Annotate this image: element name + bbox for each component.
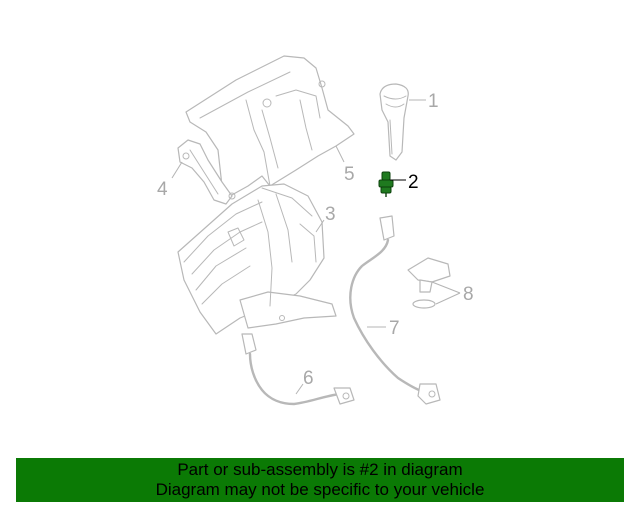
callout-7: 7: [389, 318, 400, 339]
callout-6: 6: [303, 368, 314, 389]
part-2-spark-plug: [378, 171, 394, 197]
banner-line-part: Part or sub-assembly is #2 in diagram: [177, 460, 463, 479]
banner-line-disclaimer: Diagram may not be specific to your vehi…: [155, 480, 485, 499]
part-4-bracket: [177, 139, 236, 205]
callout-3: 3: [325, 204, 336, 225]
part-6-sensor-harness: [241, 333, 355, 406]
part-info-banner: Part or sub-assembly is #2 in diagram Di…: [16, 458, 624, 502]
callout-2: 2: [408, 172, 419, 193]
callout-1: 1: [428, 91, 439, 112]
part-8-sensor-oring: [407, 257, 451, 309]
leader-8a: [431, 281, 461, 294]
leader-3: [315, 219, 325, 233]
callout-5: 5: [344, 164, 355, 185]
leader-5: [335, 145, 345, 163]
leader-4: [171, 161, 183, 179]
part-3-control-module: [177, 183, 337, 335]
part-1-ignition-coil: [379, 83, 409, 161]
callout-4: 4: [157, 179, 168, 200]
leader-8b: [435, 292, 461, 305]
leader-6: [295, 383, 304, 395]
callout-8: 8: [463, 284, 474, 305]
part-7-sensor-harness: [349, 215, 441, 405]
part-5-engine-cover: [185, 55, 355, 197]
